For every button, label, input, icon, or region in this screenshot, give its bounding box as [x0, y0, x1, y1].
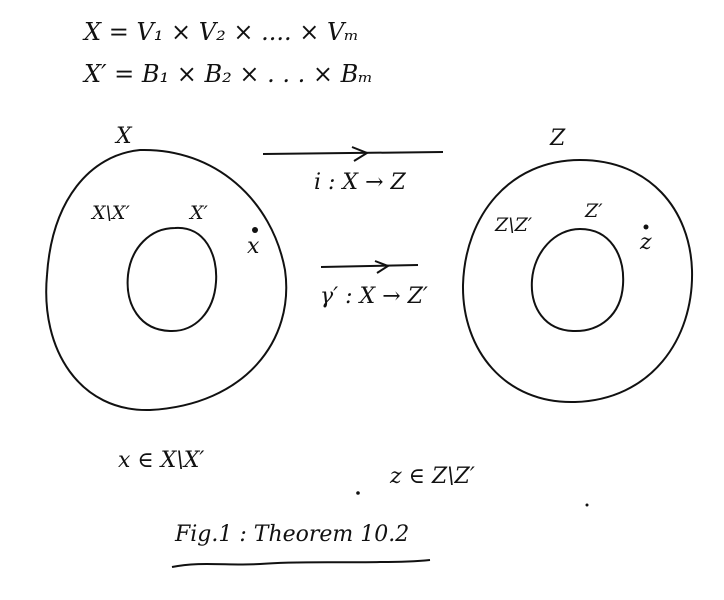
membership-x-statement: x ∈ X\X′ — [118, 448, 205, 473]
equation-x-prime-product: X′ = B₁ × B₂ × . . . × Bₘ — [84, 60, 374, 88]
set-x-minus-x-prime-label: X\X′ — [92, 202, 130, 224]
left-outer-circle — [45, 148, 288, 412]
stray-dot — [356, 491, 360, 495]
right-outer-circle — [461, 158, 694, 404]
left-inner-circle — [126, 226, 218, 333]
point-z-label: z — [640, 230, 652, 255]
stray-dot — [585, 503, 589, 507]
arrow-i-head — [351, 146, 370, 162]
point-z-dot — [643, 224, 649, 230]
map-i-label: i : X → Z — [314, 170, 406, 195]
membership-z-statement: z ∈ Z\Z′ — [390, 464, 475, 489]
arrow-i-line — [262, 151, 444, 155]
set-x-prime-label: X′ — [190, 202, 208, 224]
set-z-prime-label: Z′ — [585, 200, 603, 222]
equation-x-product: X = V₁ × V₂ × .... × Vₘ — [84, 18, 360, 46]
figure-caption: Fig.1 : Theorem 10.2 — [175, 522, 410, 547]
arrow-gamma-head — [374, 260, 391, 274]
arrow-gamma-line — [320, 264, 419, 268]
set-x-label: X — [116, 124, 132, 149]
set-z-minus-z-prime-label: Z\Z′ — [495, 214, 533, 236]
map-gamma-prime-label: γ′ : X → Z′ — [320, 284, 428, 309]
set-z-label: Z — [550, 126, 566, 151]
caption-underline — [171, 559, 431, 568]
right-inner-circle — [530, 227, 625, 333]
point-x-label: x — [247, 234, 260, 259]
point-x-dot — [252, 227, 258, 233]
